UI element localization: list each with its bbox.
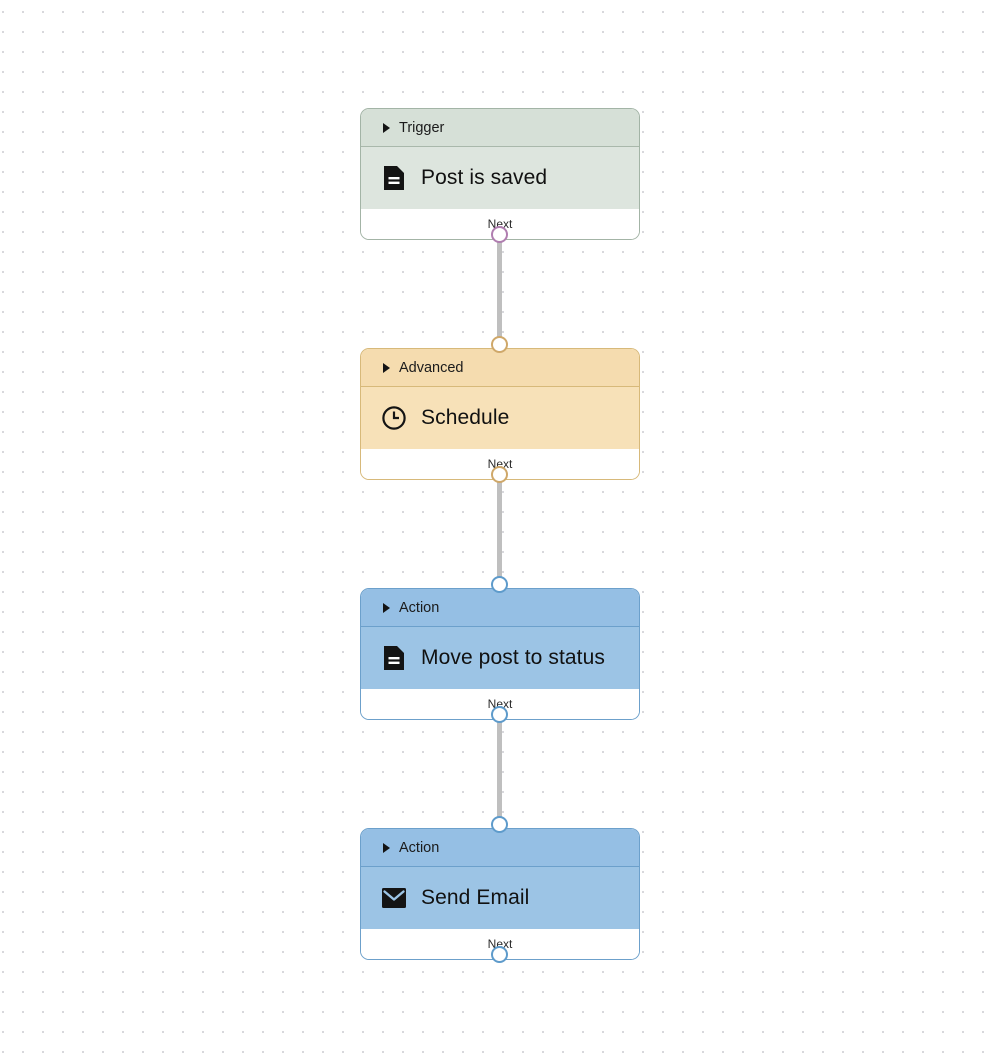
node-header[interactable]: Trigger	[361, 109, 639, 147]
connector-port-advanced-in[interactable]	[491, 336, 508, 353]
node-title: Schedule	[421, 406, 510, 429]
connector-port-trigger-out[interactable]	[491, 226, 508, 243]
node-body[interactable]: Schedule	[361, 387, 639, 449]
node-header[interactable]: Advanced	[361, 349, 639, 387]
caret-right-icon[interactable]	[383, 362, 390, 373]
node-title: Post is saved	[421, 166, 548, 189]
node-title: Send Email	[421, 886, 530, 909]
document-icon	[381, 165, 407, 191]
node-title: Move post to status	[421, 646, 605, 669]
caret-right-icon[interactable]	[383, 122, 390, 133]
caret-right-icon[interactable]	[383, 602, 390, 613]
envelope-icon	[381, 885, 407, 911]
node-header[interactable]: Action	[361, 589, 639, 627]
connector-port-action1-in[interactable]	[491, 576, 508, 593]
connector-edge[interactable]	[497, 474, 502, 584]
node-body[interactable]: Send Email	[361, 867, 639, 929]
node-body[interactable]: Move post to status	[361, 627, 639, 689]
node-type-label: Advanced	[399, 359, 464, 376]
caret-right-icon[interactable]	[383, 842, 390, 853]
connector-edge[interactable]	[497, 714, 502, 824]
connector-port-action1-out[interactable]	[491, 706, 508, 723]
connector-port-action2-in[interactable]	[491, 816, 508, 833]
node-type-label: Action	[399, 839, 440, 856]
clock-icon	[381, 405, 407, 431]
node-type-label: Action	[399, 599, 440, 616]
connector-port-action2-out[interactable]	[491, 946, 508, 963]
connector-port-advanced-out[interactable]	[491, 466, 508, 483]
document-icon	[381, 645, 407, 671]
node-header[interactable]: Action	[361, 829, 639, 867]
node-body[interactable]: Post is saved	[361, 147, 639, 209]
node-type-label: Trigger	[399, 119, 445, 136]
connector-edge[interactable]	[497, 234, 502, 344]
